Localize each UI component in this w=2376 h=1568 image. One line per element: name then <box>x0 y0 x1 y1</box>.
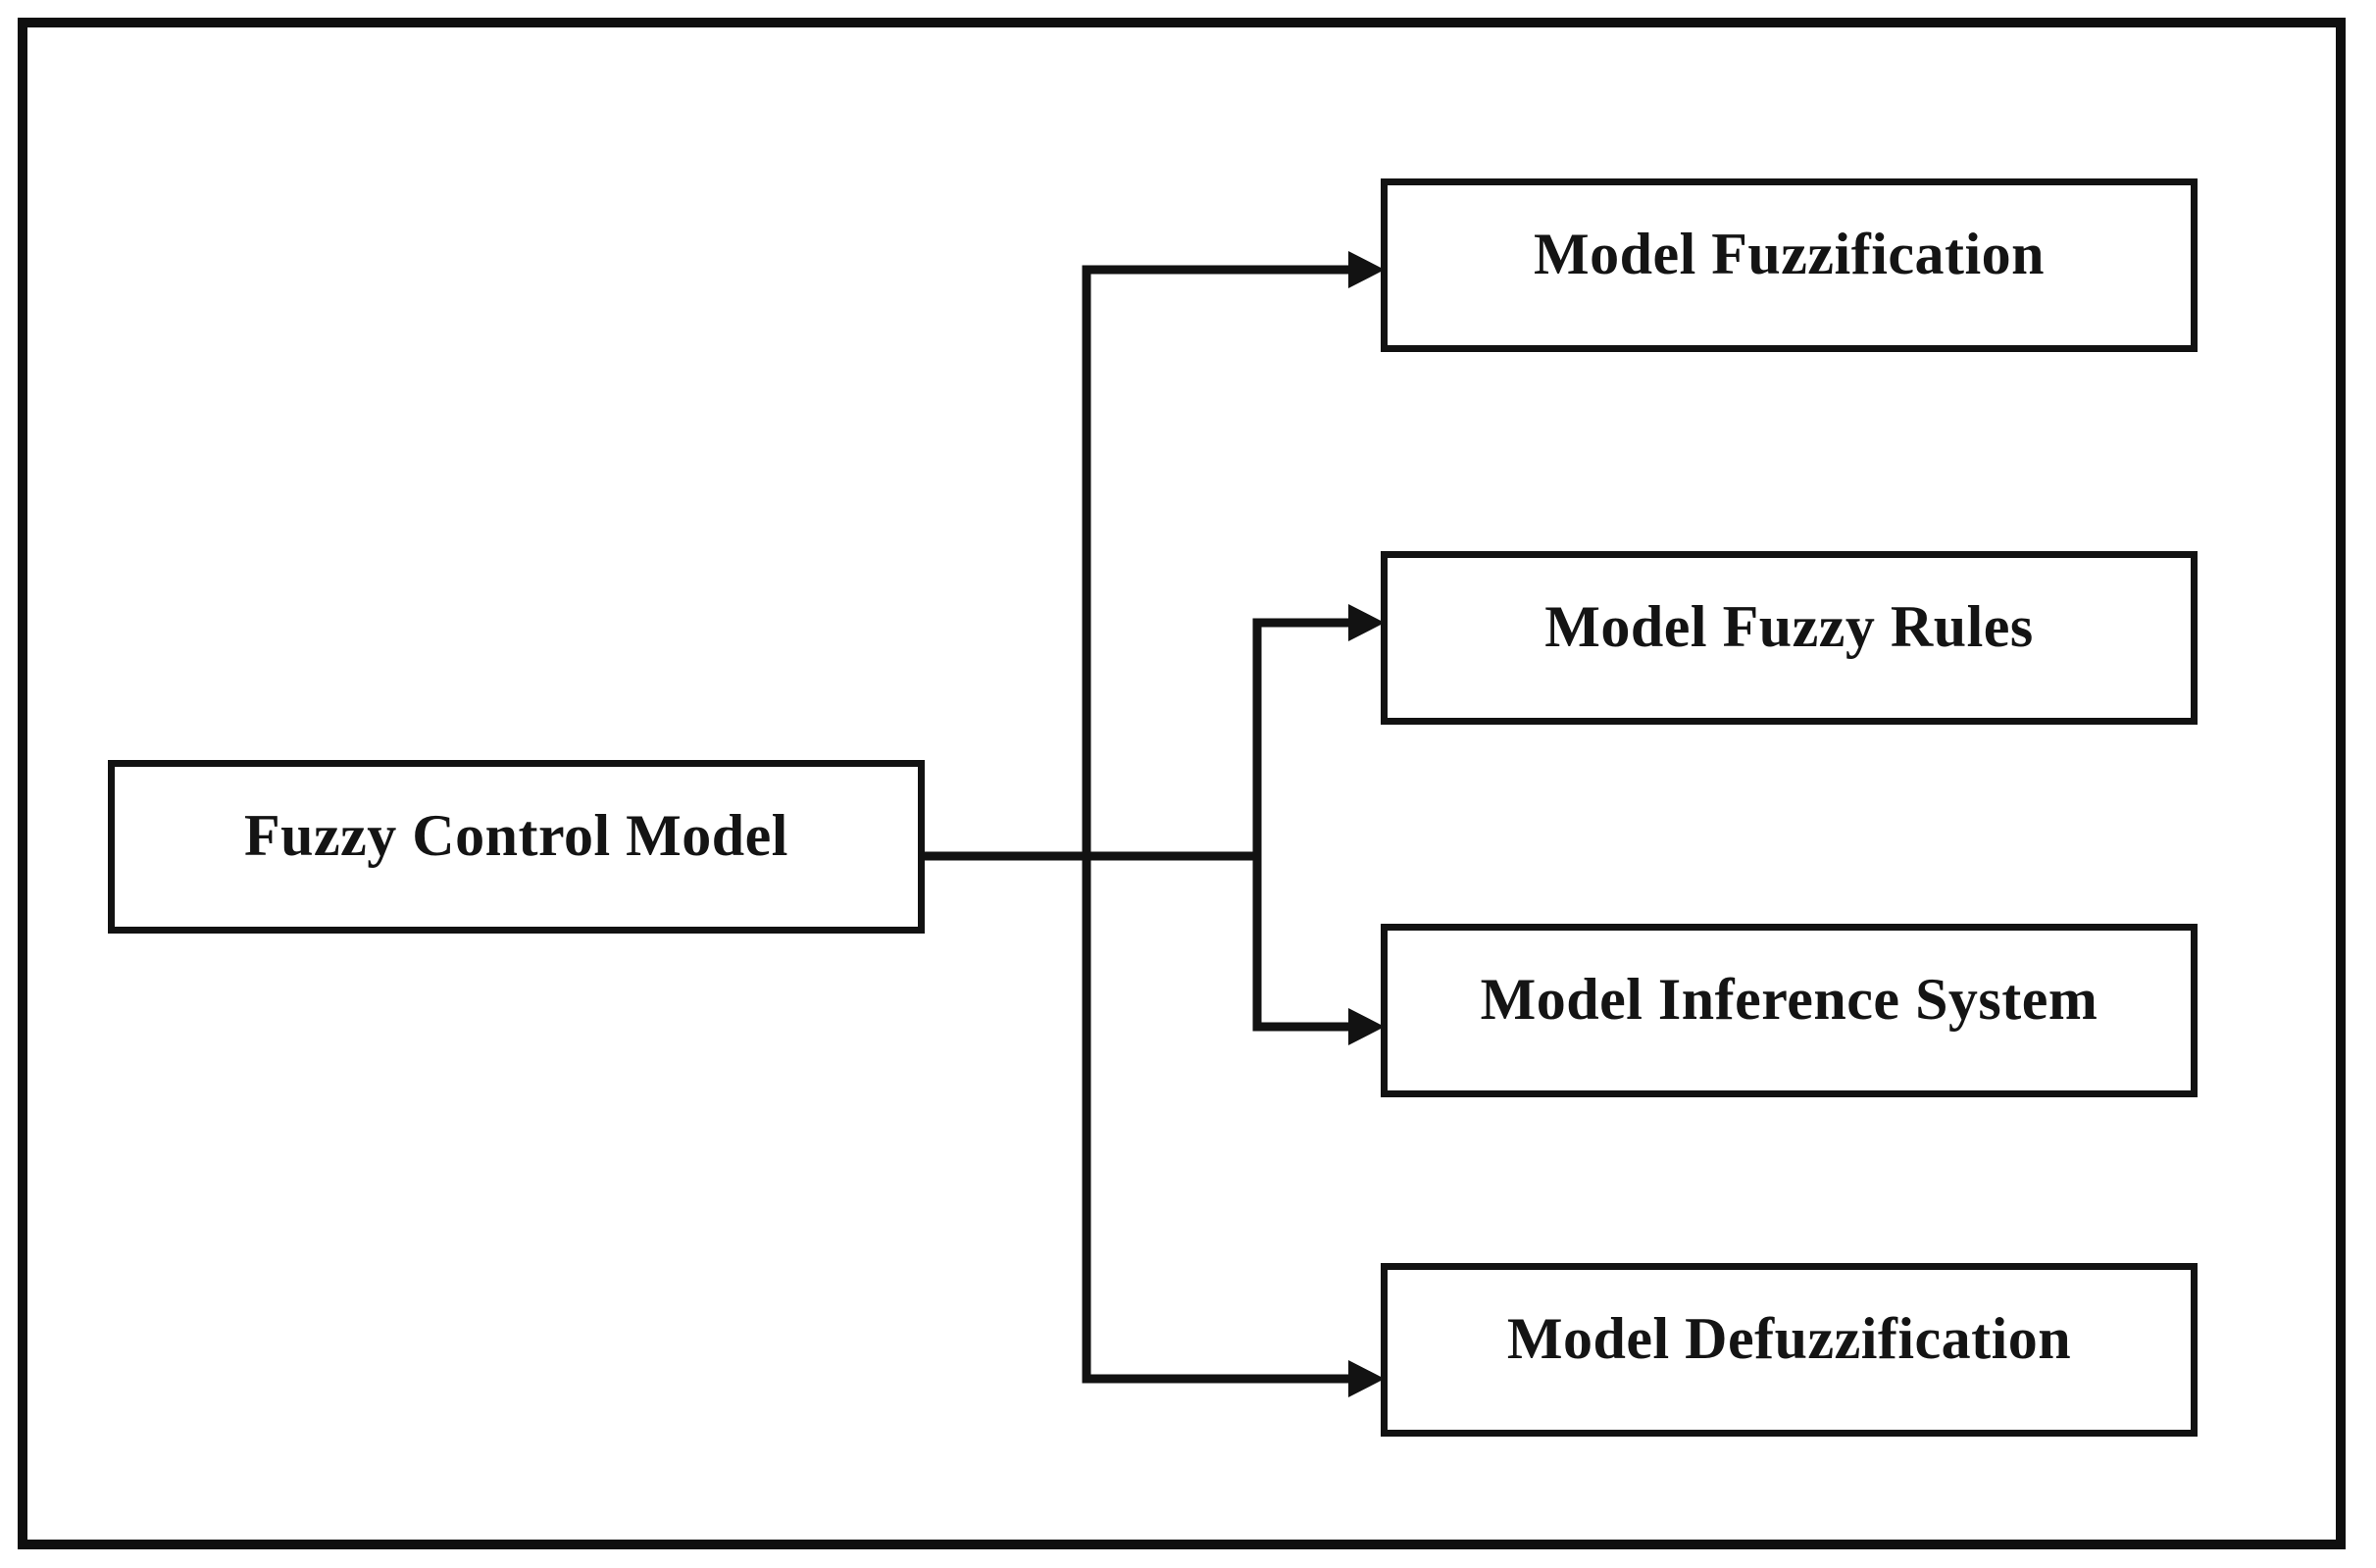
node-model-defuzzification: Model Defuzzification <box>1381 1263 2198 1437</box>
connector-outer-bracket <box>1082 265 1348 1384</box>
arrowhead-inference-system <box>1348 1008 1385 1045</box>
node-fuzzy-control-model: Fuzzy Control Model <box>108 760 925 934</box>
node-label: Model Fuzzy Rules <box>1544 594 2034 659</box>
node-model-fuzzy-rules: Model Fuzzy Rules <box>1381 551 2198 725</box>
node-label: Fuzzy Control Model <box>244 803 788 868</box>
node-model-fuzzification: Model Fuzzification <box>1381 178 2198 352</box>
node-label: Model Inference System <box>1480 967 2098 1032</box>
arrowhead-defuzzification <box>1348 1360 1385 1397</box>
node-label: Model Defuzzification <box>1506 1306 2072 1371</box>
node-model-inference-system: Model Inference System <box>1381 924 2198 1097</box>
connector-inner-bracket <box>1252 618 1348 1032</box>
diagram-frame <box>18 18 2346 1549</box>
arrowhead-fuzzy-rules <box>1348 604 1385 641</box>
node-label: Model Fuzzification <box>1533 222 2046 286</box>
arrowhead-fuzzification <box>1348 251 1385 288</box>
